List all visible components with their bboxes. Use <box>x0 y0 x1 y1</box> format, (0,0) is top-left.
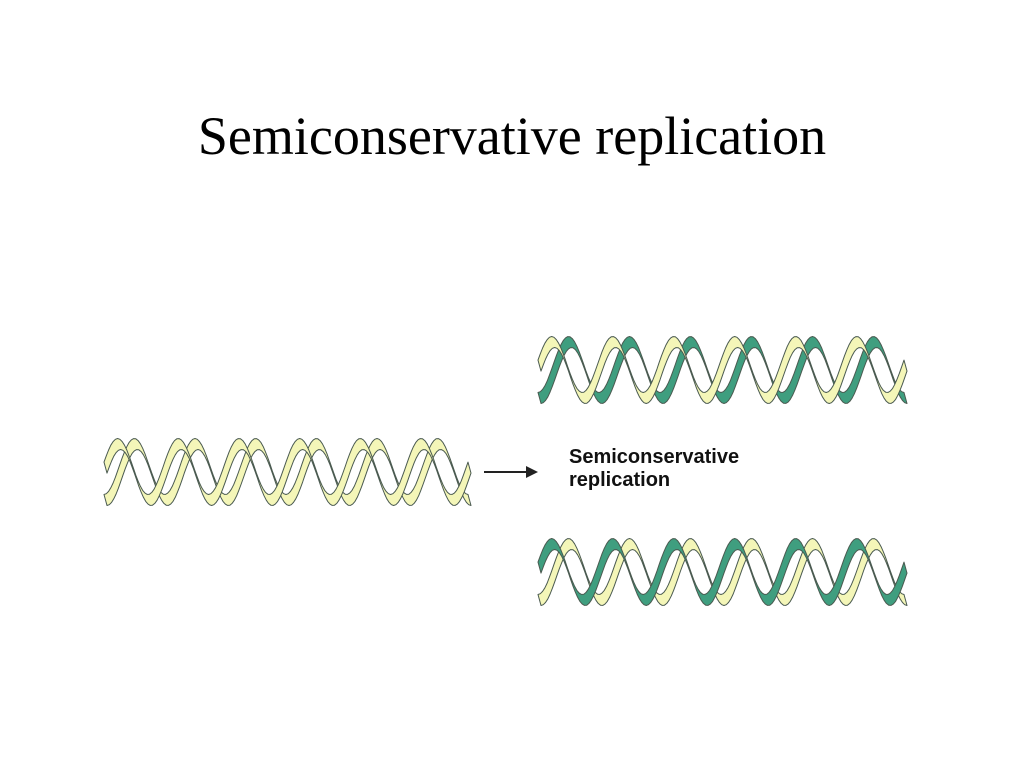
daughter-dna-helix-bottom <box>537 538 908 606</box>
diagram-label: Semiconservative replication <box>569 446 739 492</box>
old-strand-2 <box>103 438 472 506</box>
old-strand-1 <box>537 538 908 606</box>
old-strand-1 <box>103 438 472 506</box>
diagram-label-line-2: replication <box>569 469 671 491</box>
arrow-right-icon <box>484 466 538 478</box>
parent-dna-helix <box>103 438 472 506</box>
old-strand-2 <box>537 336 908 404</box>
daughter-dna-helix-top <box>537 336 908 404</box>
slide-title: Semiconservative replication <box>197 106 827 166</box>
new-strand-1 <box>537 336 908 404</box>
diagram-label-line-1: Semiconservative <box>569 446 740 468</box>
new-strand-2 <box>537 538 908 606</box>
